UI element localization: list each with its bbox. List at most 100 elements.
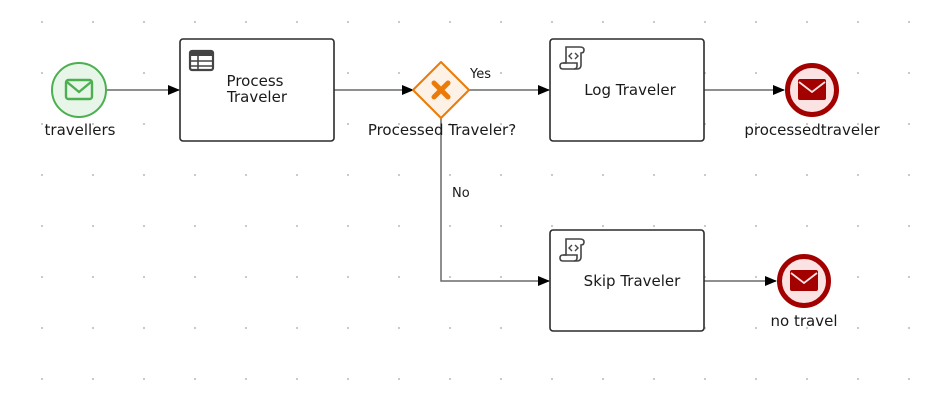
task-log-traveler-label: Log Traveler [584, 81, 676, 99]
task-log-traveler[interactable]: Log Traveler [549, 38, 705, 142]
grid-dot [754, 224, 758, 228]
grid-dot [856, 224, 860, 228]
grid-dot [652, 377, 656, 381]
grid-dot [601, 20, 605, 24]
grid-dot [397, 224, 401, 228]
grid-dot [499, 71, 503, 75]
task-process-traveler[interactable]: Process Traveler [179, 38, 335, 142]
end-event-processedtraveler[interactable]: processedtraveler [744, 63, 880, 140]
grid-dot [907, 326, 911, 330]
grid-dot [601, 224, 605, 228]
grid-dot [907, 71, 911, 75]
grid-dot [244, 377, 248, 381]
grid-dot [448, 326, 452, 330]
task-log-traveler-box[interactable] [549, 38, 705, 142]
grid-dot [244, 20, 248, 24]
envelope-icon [790, 270, 818, 291]
grid-dot [856, 377, 860, 381]
start-event-travellers[interactable]: travellers [45, 62, 116, 139]
gateway-processed-traveler[interactable]: Processed Traveler? [368, 61, 516, 139]
grid-dot [295, 173, 299, 177]
grid-dot [193, 377, 197, 381]
grid-dot [142, 122, 146, 126]
grid-dot [550, 20, 554, 24]
grid-dot [295, 224, 299, 228]
sequence-flows: Yes No [107, 67, 785, 286]
grid-dot [40, 377, 44, 381]
grid-dot [40, 224, 44, 228]
grid-dot [448, 173, 452, 177]
grid-dot [40, 122, 44, 126]
grid-dot [907, 275, 911, 279]
grid-dot [142, 377, 146, 381]
grid-dot [91, 275, 95, 279]
x-icon [431, 80, 451, 100]
grid-dot [295, 275, 299, 279]
grid-dot [142, 326, 146, 330]
grid-dot [91, 326, 95, 330]
grid-dot [193, 224, 197, 228]
grid-dot [856, 326, 860, 330]
grid-dot [856, 173, 860, 177]
grid-dot [754, 173, 758, 177]
grid-dot [550, 173, 554, 177]
grid-dot [142, 20, 146, 24]
grid-dot [856, 122, 860, 126]
start-event-circle[interactable] [51, 62, 107, 118]
end-event-no-travel[interactable]: no travel [771, 254, 838, 331]
grid-dot [499, 326, 503, 330]
grid-dot [448, 224, 452, 228]
flow-label-yes: Yes [469, 67, 491, 82]
grid-dot [40, 20, 44, 24]
grid-dot [448, 377, 452, 381]
grid-dot [652, 173, 656, 177]
task-skip-traveler[interactable]: Skip Traveler [549, 229, 705, 332]
grid-dot [397, 173, 401, 177]
grid-dot [346, 20, 350, 24]
grid-dot [805, 173, 809, 177]
grid-dot [295, 377, 299, 381]
grid-dot [397, 275, 401, 279]
grid-dot [754, 20, 758, 24]
flow-label-no: No [452, 186, 470, 201]
grid-dot [295, 20, 299, 24]
grid-dot [907, 173, 911, 177]
grid-dot [907, 377, 911, 381]
grid-dot [346, 122, 350, 126]
grid-dot [601, 173, 605, 177]
grid-dot [40, 275, 44, 279]
start-event-label: travellers [45, 121, 116, 139]
task-skip-traveler-label: Skip Traveler [584, 272, 681, 290]
grid-dot [907, 122, 911, 126]
grid-dot [244, 326, 248, 330]
grid-dot [805, 224, 809, 228]
grid-dot [550, 377, 554, 381]
grid-dot [703, 20, 707, 24]
grid-dot [907, 224, 911, 228]
grid-dot [499, 275, 503, 279]
grid-dot [346, 275, 350, 279]
grid-dot [397, 20, 401, 24]
grid-dot [40, 173, 44, 177]
grid-dot [244, 275, 248, 279]
grid-dot [856, 20, 860, 24]
grid-dot [91, 377, 95, 381]
task-skip-traveler-box[interactable] [549, 229, 705, 332]
grid-dot [754, 275, 758, 279]
grid-dot [193, 173, 197, 177]
grid-dot [40, 326, 44, 330]
flow-gateway-no-to-skip[interactable] [440, 118, 550, 286]
grid-dot [397, 326, 401, 330]
grid-dot [346, 224, 350, 228]
grid-dot [142, 71, 146, 75]
grid-dot [754, 326, 758, 330]
grid-dot [193, 326, 197, 330]
grid-dot [754, 71, 758, 75]
grid-dot [499, 224, 503, 228]
task-process-traveler-box[interactable] [179, 38, 335, 142]
grid-dot [805, 326, 809, 330]
grid-dot [142, 275, 146, 279]
grid-dot [703, 377, 707, 381]
grid-dot [448, 275, 452, 279]
